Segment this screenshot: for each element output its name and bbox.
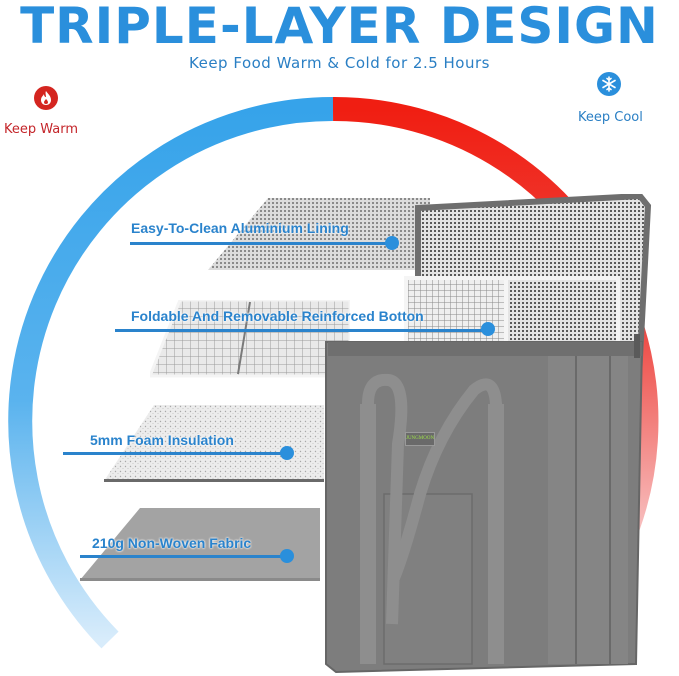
keep-cool-label: Keep Cool [578,110,643,125]
keep-warm-label: Keep Warm [4,122,79,137]
leader-line [63,452,285,455]
callout-dot [280,549,294,563]
brand-tag: JUNGMOON [405,432,435,446]
layer-label: Foldable And Removable Reinforced Botton [131,308,424,324]
aluminium-layer-swatch [208,198,430,270]
callout-dot [481,322,495,336]
page-title: TRIPLE-LAYER DESIGN [20,0,659,55]
snowflake-icon [597,72,621,96]
layer-label: 5mm Foam Insulation [90,432,234,448]
layer-label: Easy-To-Clean Aluminium Lining [131,220,349,236]
fabric-layer-swatch [80,508,320,581]
leader-line [80,555,285,558]
flame-icon [34,86,58,110]
callout-dot [385,236,399,250]
leader-line [115,329,485,332]
foam-layer-swatch [104,405,324,482]
page-subtitle: Keep Food Warm & Cold for 2.5 Hours [189,54,490,72]
leader-line [130,242,392,245]
bottom-board-swatch [150,300,350,378]
callout-dot [280,446,294,460]
layer-label: 210g Non-Woven Fabric [92,535,252,551]
insulated-bag-image [325,194,652,674]
